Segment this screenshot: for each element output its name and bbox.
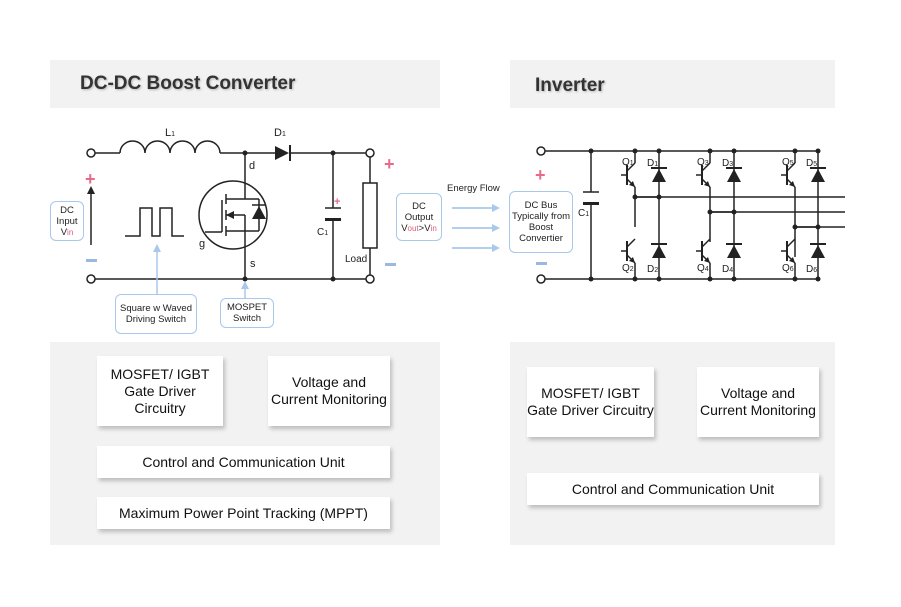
diode-label-d6: D6 [806,264,818,275]
diode-label-d3: D3 [722,158,734,169]
inverter-title: Inverter [535,75,605,96]
inverter-title-panel [510,60,835,108]
boost-mppt-box: Maximum Power Point Tracking (MPPT) [97,497,390,529]
boost-monitoring-box: Voltage and Current Monitoring [268,356,390,426]
boost-title-panel [50,60,440,108]
inverter-control-unit-box: Control and Communication Unit [527,473,819,505]
diode-label-d5: D5 [806,158,818,169]
output-plus-sign: + [384,154,395,174]
diode-label-d1: D1 [647,158,659,169]
boost-gate-driver-box: MOSFET/ IGBT Gate Driver Circuitry [97,356,223,426]
boost-control-unit-box: Control and Communication Unit [97,446,390,478]
drain-label: d [249,160,256,172]
energy-flow-label: Energy Flow [447,183,500,194]
dc-input-callout: DC Input Vin [50,201,84,241]
diode-label-d4: D4 [722,264,734,275]
load-label: Load [345,254,368,265]
transistor-label-q6: Q6 [782,263,794,274]
dc-bus-minus-sign [536,262,547,265]
diode-label-d2: D2 [647,264,659,275]
inverter-cap-label: C1 [578,208,590,219]
cap-plus: + [334,196,341,208]
cap-label: C1 [317,227,329,238]
dc-bus-callout: DC Bus Typically from Boost Convertier [509,191,573,253]
inverter-monitoring-box: Voltage and Current Monitoring [697,367,819,437]
square-wave-callout: Square w Waved Driving Switch [115,294,197,334]
output-minus-sign [385,263,396,266]
transistor-label-q4: Q4 [697,263,709,274]
transistor-label-q1: Q1 [622,157,634,168]
dc-output-callout: DC Output Vout>Vin [396,193,442,241]
input-plus-sign: + [85,169,96,189]
transistor-label-q3: Q3 [697,157,709,168]
inverter-legs [621,148,826,282]
boost-title: DC-DC Boost Converter [80,73,296,94]
transistor-label-q5: Q5 [782,157,794,168]
input-minus-sign [86,259,97,262]
inductor-label: L1 [165,127,176,139]
source-label: s [250,258,256,270]
inverter-gate-driver-box: MOSFET/ IGBT Gate Driver Circuitry [527,367,654,437]
mosfet-switch-callout: MOSPET Switch [220,298,274,328]
transistor-label-q2: Q2 [622,263,634,274]
gate-label: g [199,238,206,250]
dc-bus-plus-sign: + [535,165,546,185]
diode-label: D1 [274,127,286,139]
